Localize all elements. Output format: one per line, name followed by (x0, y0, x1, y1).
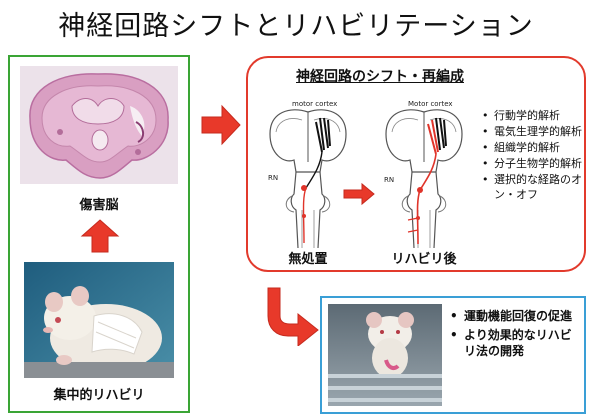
analysis-list: 行動学的解析 電気生理学的解析 組織学的解析 分子生物学的解析 選択的な経路のオ… (480, 108, 582, 203)
analysis-item: 行動学的解析 (480, 108, 582, 123)
motor-cortex-caption-right: Motor cortex (408, 100, 453, 108)
analysis-item: 選択的な経路のオン・オフ (480, 172, 582, 202)
after-rehab-label: リハビリ後 (391, 252, 457, 267)
brain-diagram-no-treatment (269, 109, 347, 248)
brain-section-image (20, 66, 178, 184)
brain-diagram-after-rehab (385, 109, 463, 248)
outcome-item: 運動機能回復の促進 (450, 308, 582, 324)
rn-label-right: RN (384, 176, 395, 184)
outcome-list: 運動機能回復の促進 より効果的なリハビリ法の開発 (450, 308, 582, 362)
rn-label-left: RN (268, 174, 279, 182)
page-title: 神経回路シフトとリハビリテーション (58, 11, 534, 42)
intensive-rehab-label: 集中的リハビリ (53, 388, 145, 403)
rat-image (24, 262, 174, 378)
middle-arrow-icon (343, 182, 375, 206)
analysis-item: 組織学的解析 (480, 140, 582, 155)
hook-arrow-icon (267, 287, 319, 346)
analysis-item: 分子生物学的解析 (480, 156, 582, 171)
no-treatment-label: 無処置 (288, 252, 328, 267)
injured-brain-label: 傷害脳 (79, 198, 119, 213)
analysis-item: 電気生理学的解析 (480, 124, 582, 139)
circuit-shift-title: 神経回路のシフト・再編成 (296, 69, 464, 85)
motor-cortex-caption-left: motor cortex (292, 100, 338, 108)
outcome-item: より効果的なリハビリ法の開発 (450, 327, 582, 359)
right-arrow-icon (201, 104, 241, 146)
rat-video-frame (328, 304, 442, 406)
up-arrow-icon (80, 219, 120, 253)
